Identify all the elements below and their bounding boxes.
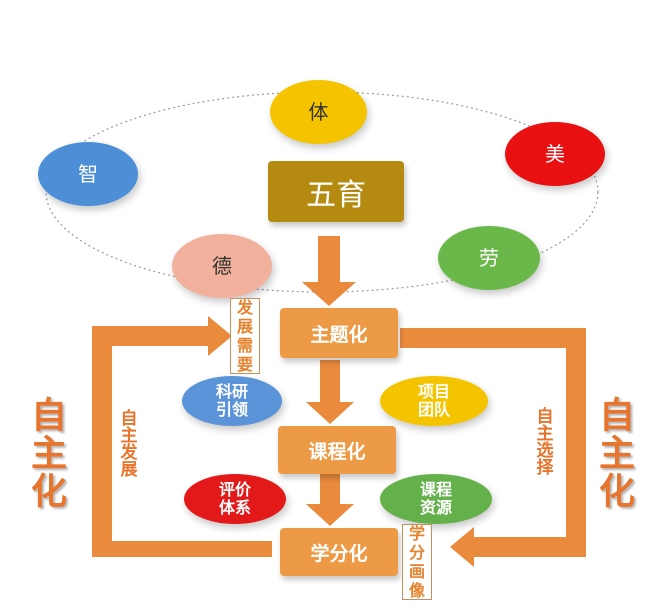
ellipse-lao: 劳: [438, 226, 540, 290]
arrow-right-loop: [400, 328, 586, 567]
arrow-left-loop: [92, 316, 272, 557]
note-portrait: 学分画像: [402, 524, 432, 600]
left-small-label: 自主发展: [116, 409, 137, 477]
arrow-wuyu-to-theme: [302, 236, 356, 306]
ellipse-research: 科研引领: [182, 376, 282, 426]
ellipse-resources: 课程资源: [380, 474, 492, 524]
credit-box: 学分化: [280, 528, 398, 576]
arrow-course-to-credit: [306, 474, 354, 526]
ellipse-evaluation: 评价体系: [184, 474, 286, 524]
ellipse-de: 德: [172, 234, 272, 298]
note-needs: 发展需要: [230, 298, 260, 374]
right-small-label: 自主选择: [532, 407, 553, 475]
theme-box: 主题化: [280, 308, 398, 358]
arrow-theme-to-course: [306, 360, 354, 424]
left-big-label: 自主化: [25, 396, 66, 510]
course-box: 课程化: [278, 426, 396, 474]
ellipse-zhi: 智: [38, 142, 138, 206]
wuyu-box: 五育: [268, 161, 404, 222]
ellipse-mei: 美: [505, 122, 605, 186]
ellipse-ti: 体: [270, 80, 367, 144]
ellipse-team: 项目团队: [380, 376, 488, 426]
right-big-label: 自主化: [593, 396, 634, 510]
